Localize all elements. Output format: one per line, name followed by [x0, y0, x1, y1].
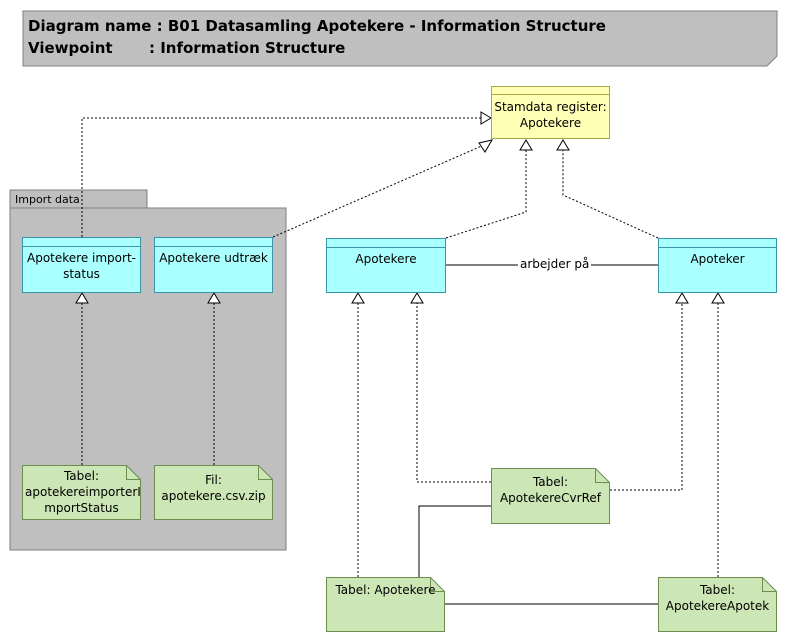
arrowhead-apoteker-left — [675, 292, 689, 304]
arrowhead-import-status — [75, 292, 89, 304]
realization-cvrref-to-apoteker — [610, 302, 683, 491]
arrowhead-stamdata-bottom-left — [519, 139, 533, 151]
note-shape — [491, 468, 610, 524]
note-import-status-line2: apotekereimporterI — [25, 485, 141, 499]
realization-import-status-to-stamdata — [81, 117, 483, 237]
note-cvrref-line1: Tabel: — [532, 475, 569, 489]
arrowhead-stamdata-bottom-right — [556, 139, 570, 151]
arrowhead-apotekere-right — [410, 292, 424, 304]
note-shape — [22, 465, 141, 520]
note-fil-label: Fil: apotekere.csv.zip — [161, 473, 266, 503]
stamdata-header-band — [492, 87, 609, 95]
realization-apotekere-to-stamdata — [445, 148, 527, 239]
import-data-group-label: Import data — [15, 193, 80, 206]
arrowhead-udtraek — [207, 292, 221, 304]
note-tabel-apotekere[interactable]: Tabel: Apotekere — [326, 577, 445, 632]
realization-cvrref-to-apotekere — [416, 302, 491, 483]
stamdata-line2: Apotekere — [519, 116, 582, 130]
entity-import-status-line1: Apotekere import- — [27, 251, 136, 265]
note-fil-apotekere-csv[interactable]: Fil: apotekere.csv.zip — [154, 465, 273, 520]
stamdata-line1: Stamdata register: — [494, 100, 607, 114]
stamdata-register-apotekere[interactable]: Stamdata register: Apotekere — [491, 86, 610, 139]
viewpoint-value: : Information Structure — [149, 39, 346, 57]
note-tabel-apotekere-apotek[interactable]: Tabel: ApotekereApotek — [658, 577, 777, 632]
realization-apoteker-to-stamdata — [562, 148, 659, 239]
arrowhead-apoteker-right — [711, 292, 725, 304]
viewpoint-label: Viewpoint — [28, 39, 113, 57]
note-tabel-apotekere-cvrref[interactable]: Tabel: ApotekereCvrRef — [491, 468, 610, 524]
entity-apotekere-import-status[interactable]: Apotekere import- status — [22, 237, 141, 293]
note-tabel-apotekere-label: Tabel: Apotekere — [335, 583, 436, 597]
entity-header-band — [327, 239, 445, 248]
note-apotek-line1: Tabel: — [699, 583, 736, 597]
arrowhead-apotekere-left — [351, 292, 365, 304]
note-shape — [154, 465, 273, 520]
association-label-arbejder-paa: arbejder på — [518, 257, 592, 271]
diagram-header-box — [22, 10, 778, 67]
entity-header-band — [659, 239, 776, 248]
note-shape — [326, 577, 445, 632]
note-import-status-line3: mportStatus — [44, 501, 119, 515]
entity-udtraek-label: Apotekere udtræk — [159, 251, 268, 265]
diagram-name-text: Diagram name : B01 Datasamling Apotekere… — [28, 17, 606, 35]
entity-apoteker[interactable]: Apoteker — [658, 238, 777, 293]
note-import-status-line1: Tabel: — [63, 469, 100, 483]
entity-apoteker-label: Apoteker — [690, 252, 745, 266]
association-line-tabel-apotekere-cvrref — [418, 505, 491, 577]
note-cvrref-line2: ApotekereCvrRef — [499, 491, 602, 505]
entity-header-band — [155, 238, 272, 247]
note-tabel-import-status[interactable]: Tabel: apotekereimporterI mportStatus — [22, 465, 141, 520]
arrowhead-stamdata-left-bottom — [478, 139, 494, 153]
entity-apotekere-label: Apotekere — [355, 252, 417, 266]
arrowhead-stamdata-left-top — [480, 111, 492, 125]
entity-header-band — [23, 238, 140, 247]
realization-udtraek-to-stamdata — [272, 144, 485, 238]
note-shape — [658, 577, 777, 632]
entity-apotekere-udtraek[interactable]: Apotekere udtræk — [154, 237, 273, 293]
note-apotek-line2: ApotekereApotek — [665, 599, 770, 613]
entity-apotekere[interactable]: Apotekere — [326, 238, 446, 293]
entity-import-status-line2: status — [63, 267, 100, 281]
